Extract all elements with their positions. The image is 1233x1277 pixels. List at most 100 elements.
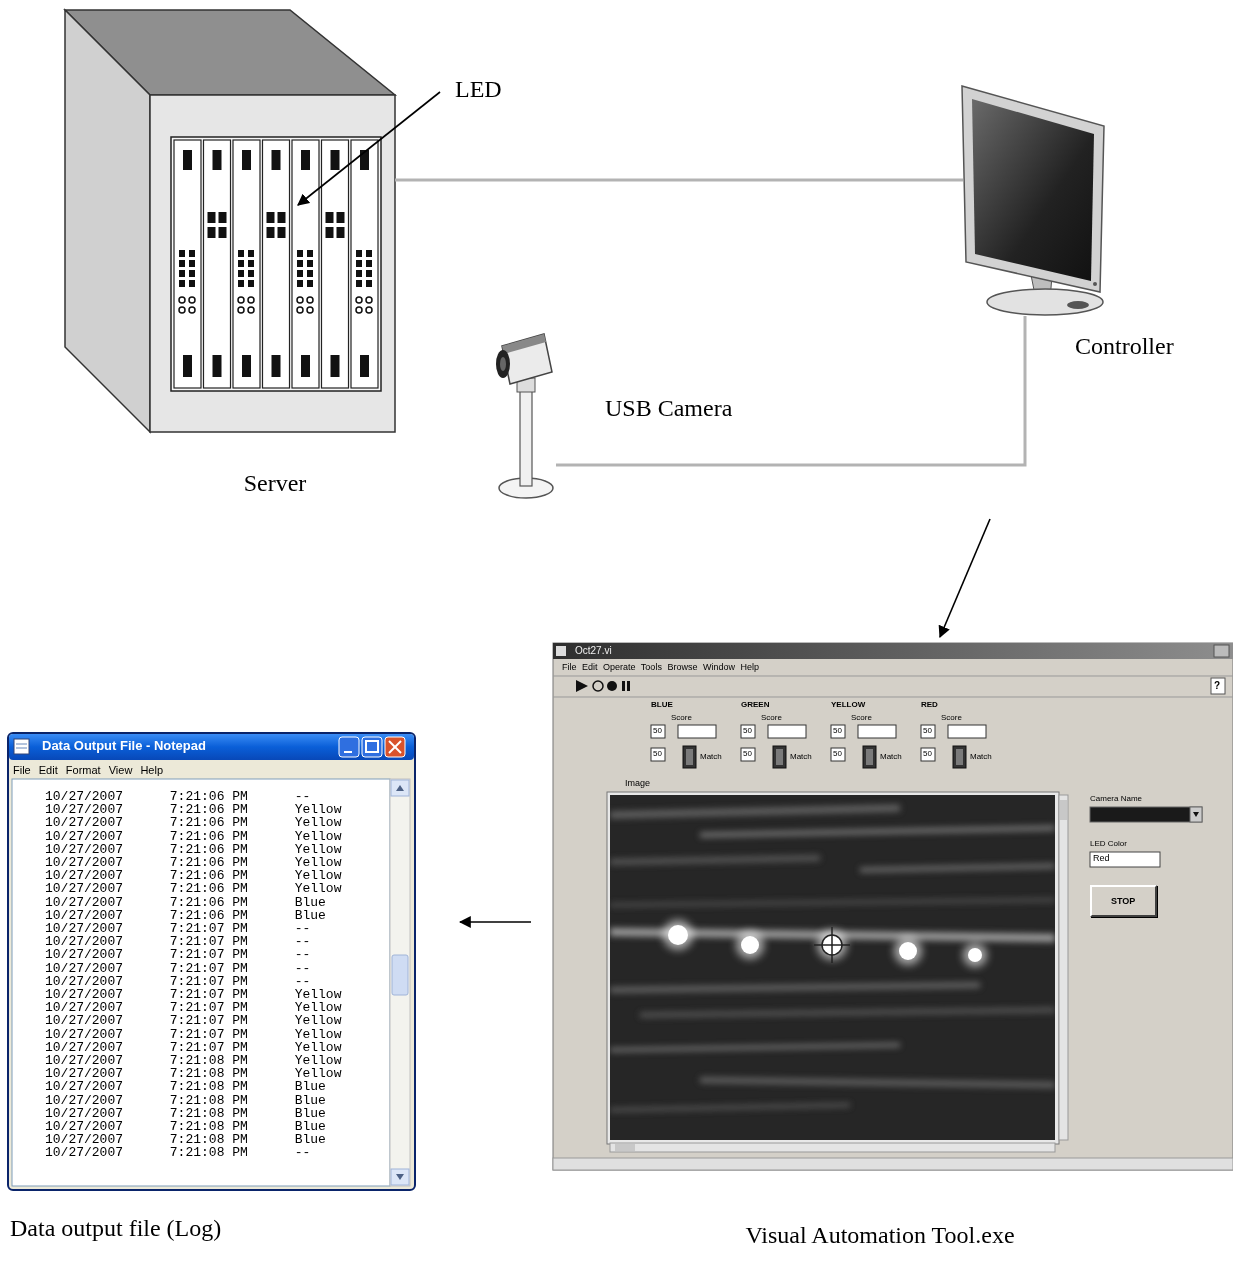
help-button: ? bbox=[1214, 680, 1220, 692]
labview-window-frame bbox=[553, 676, 1233, 677]
labview-window-frame bbox=[686, 749, 693, 765]
server-figure: Server bbox=[60, 5, 405, 505]
log-line: 10/27/2007 7:21:06 PM Blue bbox=[45, 909, 326, 922]
server-cabinet bbox=[233, 140, 260, 388]
score-label: Score bbox=[761, 713, 782, 722]
labview-window-frame bbox=[776, 749, 783, 765]
notepad-window-frame bbox=[366, 741, 378, 752]
labview-window-frame bbox=[921, 725, 935, 738]
color-group-label: BLUE bbox=[651, 700, 673, 709]
monitor-figure bbox=[987, 289, 1103, 315]
server-cabinet bbox=[292, 140, 319, 388]
control-label: Camera Name bbox=[1090, 794, 1142, 803]
labview-window-frame bbox=[1060, 800, 1067, 820]
labview-window-frame bbox=[640, 1010, 1055, 1015]
control-label: LED Color bbox=[1090, 839, 1127, 848]
labview-window-frame bbox=[968, 948, 982, 962]
labview-window-frame bbox=[741, 748, 755, 761]
notepad-window-frame bbox=[9, 734, 414, 760]
score-label: Score bbox=[851, 713, 872, 722]
labview-window-frame bbox=[741, 725, 755, 738]
labview-window-frame bbox=[553, 1158, 1233, 1170]
led-leader-line bbox=[298, 92, 440, 205]
notepad-window-frame bbox=[389, 741, 401, 753]
server-cabinet bbox=[65, 10, 150, 432]
numeric-value: 50 bbox=[923, 726, 932, 735]
usb-cable bbox=[790, 464, 950, 467]
labview-window-frame bbox=[899, 942, 917, 960]
notepad-window-frame bbox=[344, 751, 352, 753]
log-line: 10/27/2007 7:21:06 PM Yellow bbox=[45, 803, 341, 816]
labview-window-frame bbox=[610, 1045, 900, 1050]
notepad-window-frame bbox=[339, 737, 359, 757]
notepad-window-frame bbox=[8, 733, 415, 1190]
callout-label: LED bbox=[455, 76, 502, 103]
log-line: 10/27/2007 7:21:07 PM Yellow bbox=[45, 1001, 341, 1014]
log-line: 10/27/2007 7:21:06 PM Yellow bbox=[45, 816, 341, 829]
labview-window-frame bbox=[1193, 812, 1199, 817]
monitor-figure bbox=[962, 86, 1104, 292]
labview-window-frame bbox=[610, 858, 820, 862]
figure-caption: Controller bbox=[1075, 333, 1174, 361]
labview-window-frame bbox=[736, 931, 764, 959]
numeric-value: 50 bbox=[653, 749, 662, 758]
figure-caption: USB Camera bbox=[605, 395, 732, 423]
camera-figure bbox=[520, 390, 532, 486]
server-cabinet bbox=[171, 137, 381, 391]
image-label: Image bbox=[625, 778, 650, 788]
labview-window-frame bbox=[610, 808, 1055, 1110]
log-line: 10/27/2007 7:21:08 PM Blue bbox=[45, 1120, 326, 1133]
camera-figure bbox=[500, 357, 506, 371]
stop-button: STOP bbox=[1090, 885, 1157, 917]
usb-camera: USB Camera bbox=[490, 325, 790, 510]
log-line: 10/27/2007 7:21:08 PM Blue bbox=[45, 1107, 326, 1120]
labview-window-frame bbox=[700, 828, 1055, 835]
labview-window-frame bbox=[831, 927, 833, 963]
log-line: 10/27/2007 7:21:07 PM Yellow bbox=[45, 1014, 341, 1027]
labview-window-frame bbox=[858, 725, 896, 738]
labview-window-frame bbox=[831, 725, 845, 738]
labview-window-frame bbox=[610, 900, 1055, 905]
numeric-value: 50 bbox=[833, 726, 842, 735]
log-line: 10/27/2007 7:21:07 PM -- bbox=[45, 948, 310, 961]
monitor-figure bbox=[1067, 301, 1089, 309]
score-label: Score bbox=[671, 713, 692, 722]
numeric-value: 50 bbox=[743, 726, 752, 735]
controller-monitor: Controller bbox=[950, 75, 1215, 515]
server-cabinet bbox=[204, 140, 231, 388]
labview-window-frame bbox=[956, 749, 963, 765]
labview-window-frame bbox=[627, 681, 630, 691]
menu-bar: File Edit Format View Help bbox=[13, 764, 163, 777]
labview-window-frame bbox=[1214, 645, 1229, 657]
log-line: 10/27/2007 7:21:08 PM Blue bbox=[45, 1133, 326, 1146]
network-cable bbox=[405, 179, 950, 182]
camera-figure bbox=[496, 350, 510, 378]
numeric-value: 50 bbox=[833, 749, 842, 758]
flow-arrow bbox=[940, 519, 990, 637]
labview-window-frame bbox=[668, 925, 688, 945]
log-line: 10/27/2007 7:21:07 PM -- bbox=[45, 975, 310, 988]
labview-window-frame bbox=[610, 1143, 1055, 1152]
figure-caption: Data output file (Log) bbox=[10, 1215, 221, 1243]
labview-window-frame bbox=[663, 920, 987, 967]
labview-window-frame bbox=[610, 985, 980, 990]
menu-bar: File Edit Operate Tools Browse Window He… bbox=[562, 662, 759, 672]
score-label: Score bbox=[941, 713, 962, 722]
monitor-figure bbox=[1093, 282, 1097, 286]
labview-window-frame bbox=[700, 1080, 1055, 1085]
log-line: 10/27/2007 7:21:06 PM Yellow bbox=[45, 869, 341, 882]
match-label: Match bbox=[790, 752, 812, 761]
labview-window-frame bbox=[1090, 807, 1202, 822]
labview-window-frame bbox=[553, 643, 1233, 1170]
notepad-window-frame bbox=[385, 737, 405, 757]
window-title: Data Output File - Notepad bbox=[42, 739, 206, 754]
numeric-value: 50 bbox=[923, 749, 932, 758]
labview-window-frame bbox=[741, 936, 759, 954]
log-line: 10/27/2007 7:21:08 PM Yellow bbox=[45, 1054, 341, 1067]
server-cabinet bbox=[395, 179, 405, 182]
log-line: 10/27/2007 7:21:06 PM Yellow bbox=[45, 882, 341, 895]
figure-caption: Server bbox=[175, 470, 375, 498]
notepad-window-frame bbox=[362, 737, 382, 757]
